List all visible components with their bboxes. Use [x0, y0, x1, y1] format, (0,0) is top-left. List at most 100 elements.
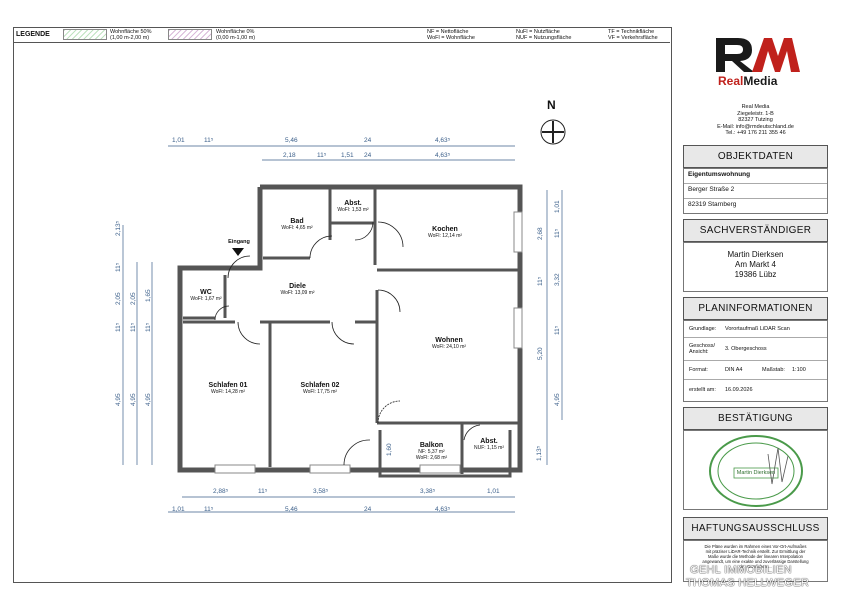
dim-right1-1: 11⁵ [554, 228, 561, 238]
dim-left1-3: 11⁵ [115, 322, 122, 332]
format-label: Format: [689, 367, 708, 373]
rm-logo-icon [716, 38, 800, 72]
dim-top2-2: 1,51 [341, 152, 354, 159]
dim-bot2-1: 11⁵ [204, 506, 214, 513]
floor-plan [177, 184, 523, 478]
dim-bot1-0: 2,88⁵ [213, 488, 229, 495]
dim-right2-2: 5,20 [537, 347, 544, 360]
dim-right2-0: 2,68 [537, 227, 544, 240]
legend-wohn0: Wohnfläche 0%(0,00 m-1,00 m) [216, 29, 256, 41]
dim-top2-0: 2,18 [283, 152, 296, 159]
dim-left3-1: 11⁵ [145, 322, 152, 332]
dim-left3-0: 1,65 [145, 289, 152, 302]
company-address: Real Media Ziegeleistr. 1-B 82327 Tutzin… [717, 104, 794, 136]
haftung-box: Die Pläne wurden im Rahmen eines Vor-Ort… [683, 540, 828, 582]
dim-left3-2: 4,95 [145, 393, 152, 406]
dim-left1-2: 2,05 [115, 292, 122, 305]
grundlage-value: Vorortaufmaß LiDAR Scan [725, 326, 790, 332]
erstellt-value: 16.09.2026 [725, 387, 753, 393]
dim-top2-4: 4,63⁵ [435, 152, 451, 159]
dim-top1-1: 11⁵ [204, 137, 214, 144]
dim-right1-3: 11⁵ [554, 325, 561, 335]
dim-top1-2: 5,46 [285, 137, 298, 144]
dim-balkon-v: 1,60 [386, 443, 393, 456]
dimension-lines [122, 145, 563, 513]
legend-swatch-green [63, 29, 107, 40]
dim-bot2-4: 4,63⁵ [435, 506, 451, 513]
dim-left2-0: 2,05 [130, 292, 137, 305]
planinfo-header: PLANINFORMATIONEN [683, 297, 828, 320]
dim-bot2-0: 1,01 [172, 506, 185, 513]
legend-wohn50: Wohnfläche 50%(1,00 m-2,00 m) [110, 29, 152, 41]
dim-right2-1: 11⁵ [537, 276, 544, 286]
room-abst-2: Abst.NUF: 1,15 m² [473, 438, 504, 451]
dim-left2-2: 4,95 [130, 393, 137, 406]
sv-city: 19386 Lübz [734, 270, 777, 279]
bestaetigung-box: Martin Dierksen [683, 430, 828, 510]
company-name: RealMedia [718, 74, 778, 88]
dim-bot1-2: 3,58⁵ [313, 488, 329, 495]
legend-title: LEGENDE [16, 31, 50, 38]
certification-stamp-icon [709, 435, 803, 507]
bestaetigung-header: BESTÄTIGUNG [683, 407, 828, 430]
dim-bot1-1: 11⁵ [258, 488, 268, 495]
plan-frame [13, 27, 672, 583]
objekt-street: Berger Straße 2 [684, 184, 827, 199]
dim-bot1-4: 1,01 [487, 488, 500, 495]
company-logo: RealMedia [712, 34, 802, 92]
dim-left1-0: 2,13⁵ [115, 220, 122, 236]
room-eingang: Eingang [228, 239, 250, 245]
dim-left2-1: 11⁵ [130, 322, 137, 332]
format-value: DIN A4 [725, 367, 743, 373]
dim-left1-1: 11⁵ [115, 262, 122, 272]
sv-street: Am Markt 4 [735, 260, 776, 269]
dim-bot1-3: 3,38⁵ [420, 488, 436, 495]
sv-name: Martin Dierksen [727, 250, 784, 259]
massstab-label: Maßstab: [762, 367, 785, 373]
dim-bot2-2: 5,46 [285, 506, 298, 513]
legend-swatch-purple [168, 29, 212, 40]
dim-top1-0: 1,01 [172, 137, 185, 144]
geschoss-label: Geschoss/Ansicht: [689, 343, 715, 355]
legend-bar: LEGENDE Wohnfläche 50%(1,00 m-2,00 m) Wo… [13, 27, 670, 43]
dim-right1-5: 1,13⁵ [536, 445, 543, 461]
erstellt-label: erstellt am: [689, 387, 716, 393]
room-abst-1: Abst.WoFl: 1,53 m² [337, 200, 369, 213]
dim-left1-4: 4,95 [115, 393, 122, 406]
objekt-type: Eigentumswohnung [684, 169, 827, 184]
dim-top1-4: 4,63⁵ [435, 137, 451, 144]
objekt-city: 82319 Starnberg [688, 201, 737, 208]
dim-right1-4: 4,95 [554, 393, 561, 406]
sachverstaendiger-header: SACHVERSTÄNDIGER [683, 219, 828, 242]
geschoss-value: 3. Obergeschoss [725, 346, 767, 352]
compass-north-label: N [547, 98, 556, 112]
sachverstaendiger-box: Martin Dierksen Am Markt 4 19386 Lübz [683, 242, 828, 292]
objektdaten-box: Eigentumswohnung Berger Straße 2 82319 S… [683, 168, 828, 214]
dim-right1-2: 3,32 [554, 273, 561, 286]
compass-rose-icon [540, 119, 566, 145]
watermark-line-1: GEHL IMMOBILIEN [690, 564, 792, 576]
haftung-header: HAFTUNGSAUSSCHLUSS [683, 517, 828, 540]
dim-right1-0: 1,01 [554, 200, 561, 213]
watermark-line-2: THOMAS HELLWEGER [686, 577, 810, 589]
grundlage-label: Grundlage: [689, 326, 717, 332]
dim-top2-3: 24 [364, 152, 372, 159]
massstab-value: 1:100 [792, 367, 806, 373]
dim-top2-1: 11⁵ [317, 152, 327, 159]
objektdaten-header: OBJEKTDATEN [683, 145, 828, 168]
stamp-name: Martin Dierksen [736, 470, 776, 476]
compass: N [538, 98, 568, 148]
planinfo-box: Grundlage: Vorortaufmaß LiDAR Scan Gesch… [683, 320, 828, 402]
dim-top1-3: 24 [364, 137, 372, 144]
